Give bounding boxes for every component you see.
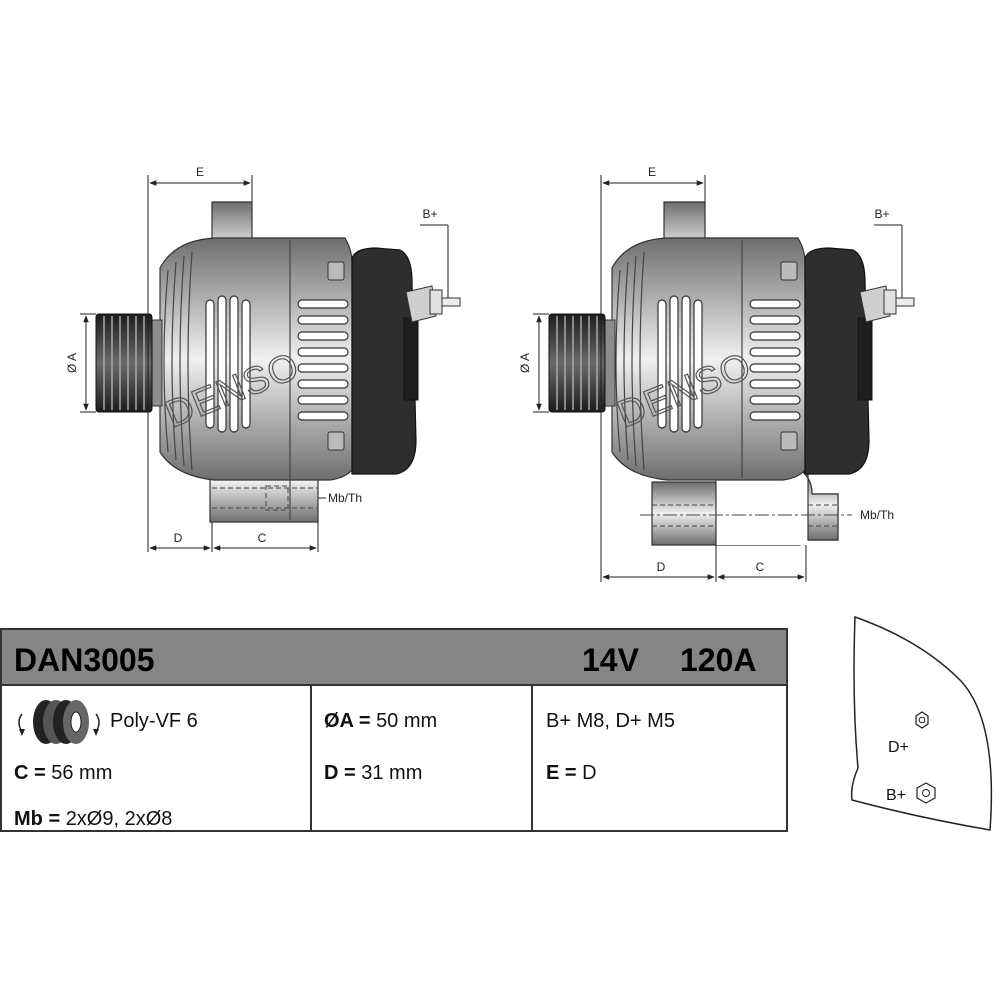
dim-d-label: D: [657, 560, 666, 574]
column-divider: [310, 686, 312, 830]
alternator-view-left: DENSO E B+ Ø A Mb/Th D C: [65, 165, 461, 552]
spec-c-value: 56 mm: [51, 762, 113, 784]
dim-mb-th-label: Mb/Th: [328, 491, 362, 505]
spec-dia-a-value: 50 mm: [376, 710, 438, 732]
spec-dia-a-eq: =: [353, 710, 377, 732]
column-divider: [531, 686, 533, 830]
spec-e: E = D: [546, 762, 597, 785]
pulley-type: Poly-VF 6: [110, 710, 198, 732]
spec-d-eq: =: [338, 762, 362, 784]
dim-d-label: D: [174, 531, 183, 545]
spec-e-label: E: [546, 762, 560, 784]
spec-dia-a-label: ØA: [324, 710, 354, 732]
alternator-view-right: DENSO E B+ Ø A Mb/Th D C: [518, 165, 915, 582]
dim-b-plus-label: B+: [422, 207, 437, 221]
spec-d-label: D: [324, 762, 339, 784]
spec-mb-eq: =: [42, 808, 66, 830]
voltage-value: 14V: [582, 642, 639, 678]
dim-c-label: C: [756, 560, 765, 574]
dim-c-label: C: [258, 531, 267, 545]
spec-e-value: D: [582, 762, 597, 784]
amperage-value: 120A: [680, 642, 757, 678]
pulley-icon: [18, 700, 100, 744]
terminal-detail: D+ B+: [850, 615, 993, 831]
spec-e-eq: =: [559, 762, 583, 784]
b-plus-label: B+: [886, 787, 906, 804]
spec-c-label: C: [14, 762, 29, 784]
spec-d-value: 31 mm: [361, 762, 423, 784]
part-number: DAN3005: [14, 642, 155, 678]
spec-header: DAN3005 14V 120A: [2, 630, 786, 686]
spec-mb-label: Mb: [14, 808, 43, 830]
dim-mb-th-label: Mb/Th: [860, 508, 894, 522]
spec-dia-a: ØA = 50 mm: [324, 710, 437, 733]
spec-mb-value: 2xØ9, 2xØ8: [65, 808, 173, 830]
dim-e-label: E: [196, 165, 204, 179]
spec-terminals: B+ M8, D+ M5: [546, 710, 675, 732]
dim-e-label: E: [648, 165, 656, 179]
dim-dia-a-label: Ø A: [65, 353, 79, 373]
d-plus-label: D+: [888, 739, 909, 756]
d-plus-terminal-icon: [915, 711, 929, 729]
b-plus-terminal-icon: [916, 782, 936, 804]
spec-d: D = 31 mm: [324, 762, 422, 785]
spec-c: C = 56 mm: [14, 762, 112, 785]
dim-b-plus-label: B+: [874, 207, 889, 221]
spec-c-eq: =: [28, 762, 52, 784]
spec-table: DAN3005 14V 120A Poly-VF 6 C = 56 mm Mb …: [0, 628, 788, 832]
dim-dia-a-label: Ø A: [518, 353, 532, 373]
spec-mb: Mb = 2xØ9, 2xØ8: [14, 808, 172, 831]
